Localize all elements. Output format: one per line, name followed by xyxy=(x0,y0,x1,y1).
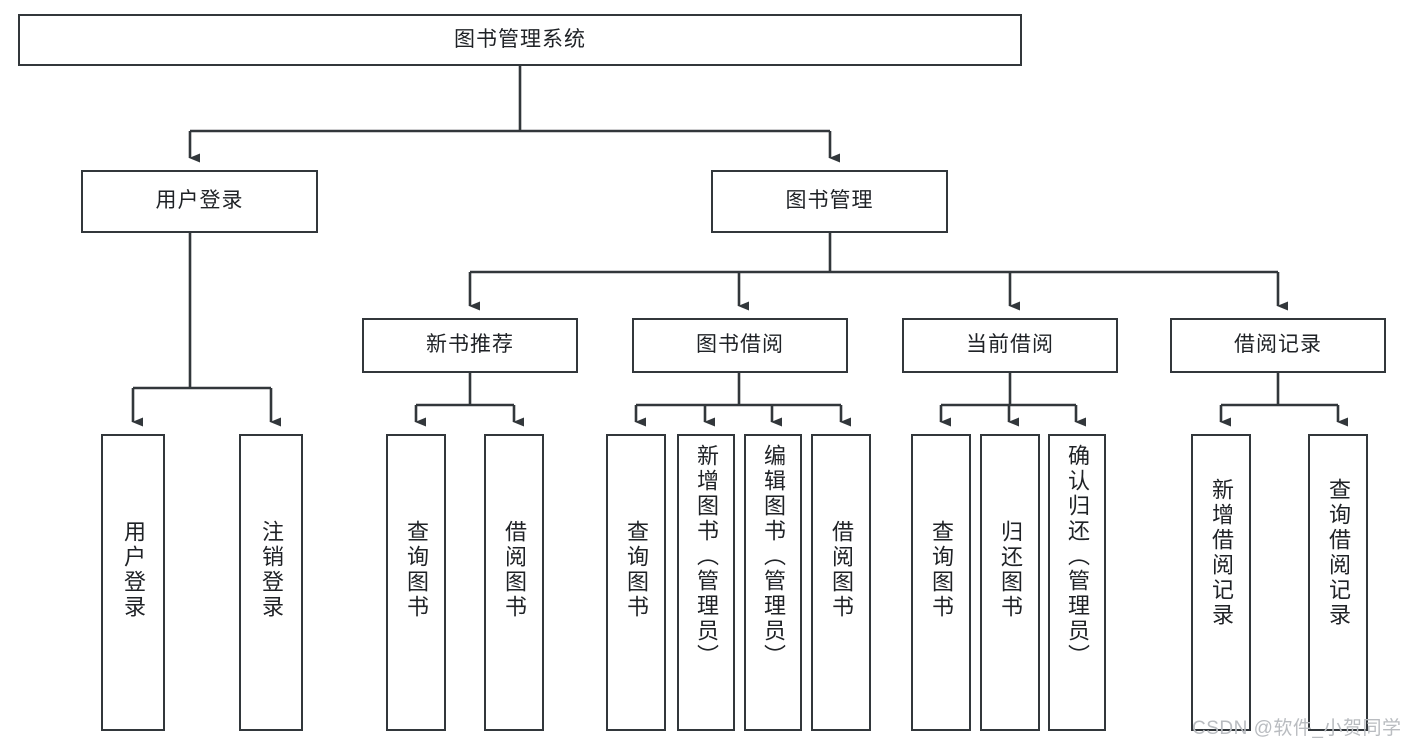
node-leaf-query-record-label: 查询借阅记录 xyxy=(1326,478,1351,628)
node-leaf-borrow-book-2-label: 借阅图书 xyxy=(829,520,854,620)
node-leaf-borrow-book-1[interactable]: 借阅图书 xyxy=(484,434,544,731)
node-leaf-query-book-1-label: 查询图书 xyxy=(404,520,429,620)
node-root[interactable]: 图书管理系统 xyxy=(18,14,1022,66)
node-leaf-add-book-label: 新增图书（管理员） xyxy=(694,444,719,669)
node-leaf-user-logout[interactable]: 注销登录 xyxy=(239,434,303,731)
node-leaf-add-record-label: 新增借阅记录 xyxy=(1209,478,1234,628)
node-leaf-query-book-1[interactable]: 查询图书 xyxy=(386,434,446,731)
node-leaf-borrow-book-1-label: 借阅图书 xyxy=(502,520,527,620)
node-leaf-return-book-label: 归还图书 xyxy=(998,520,1023,620)
node-book-manage-label: 图书管理 xyxy=(785,189,874,213)
node-leaf-query-book-3-label: 查询图书 xyxy=(929,520,954,620)
node-leaf-query-book-2[interactable]: 查询图书 xyxy=(606,434,666,731)
node-book-manage[interactable]: 图书管理 xyxy=(711,170,948,233)
node-leaf-confirm-return[interactable]: 确认归还（管理员） xyxy=(1048,434,1106,731)
node-leaf-borrow-book-2[interactable]: 借阅图书 xyxy=(811,434,871,731)
node-user-login-label: 用户登录 xyxy=(155,189,244,213)
node-leaf-query-record[interactable]: 查询借阅记录 xyxy=(1308,434,1368,731)
node-current-borrow-label: 当前借阅 xyxy=(966,333,1054,357)
node-leaf-edit-book-label: 编辑图书（管理员） xyxy=(761,444,786,669)
node-leaf-user-logout-label: 注销登录 xyxy=(259,520,284,620)
node-borrow-record[interactable]: 借阅记录 xyxy=(1170,318,1386,373)
node-borrow-record-label: 借阅记录 xyxy=(1234,333,1322,357)
node-book-borrow[interactable]: 图书借阅 xyxy=(632,318,848,373)
node-leaf-query-book-3[interactable]: 查询图书 xyxy=(911,434,971,731)
node-leaf-user-login-label: 用户登录 xyxy=(121,520,146,620)
node-user-login[interactable]: 用户登录 xyxy=(81,170,318,233)
node-leaf-add-record[interactable]: 新增借阅记录 xyxy=(1191,434,1251,731)
node-new-book-recommend[interactable]: 新书推荐 xyxy=(362,318,578,373)
node-leaf-user-login[interactable]: 用户登录 xyxy=(101,434,165,731)
node-book-borrow-label: 图书借阅 xyxy=(696,333,784,357)
node-leaf-confirm-return-label: 确认归还（管理员） xyxy=(1065,444,1090,669)
node-leaf-query-book-2-label: 查询图书 xyxy=(624,520,649,620)
node-leaf-edit-book[interactable]: 编辑图书（管理员） xyxy=(744,434,802,731)
node-root-label: 图书管理系统 xyxy=(454,27,586,51)
csdn-watermark: CSDN @软件_小贺同学 xyxy=(1192,718,1402,739)
node-leaf-add-book[interactable]: 新增图书（管理员） xyxy=(677,434,735,731)
node-current-borrow[interactable]: 当前借阅 xyxy=(902,318,1118,373)
node-new-book-recommend-label: 新书推荐 xyxy=(426,333,514,357)
node-leaf-return-book[interactable]: 归还图书 xyxy=(980,434,1040,731)
